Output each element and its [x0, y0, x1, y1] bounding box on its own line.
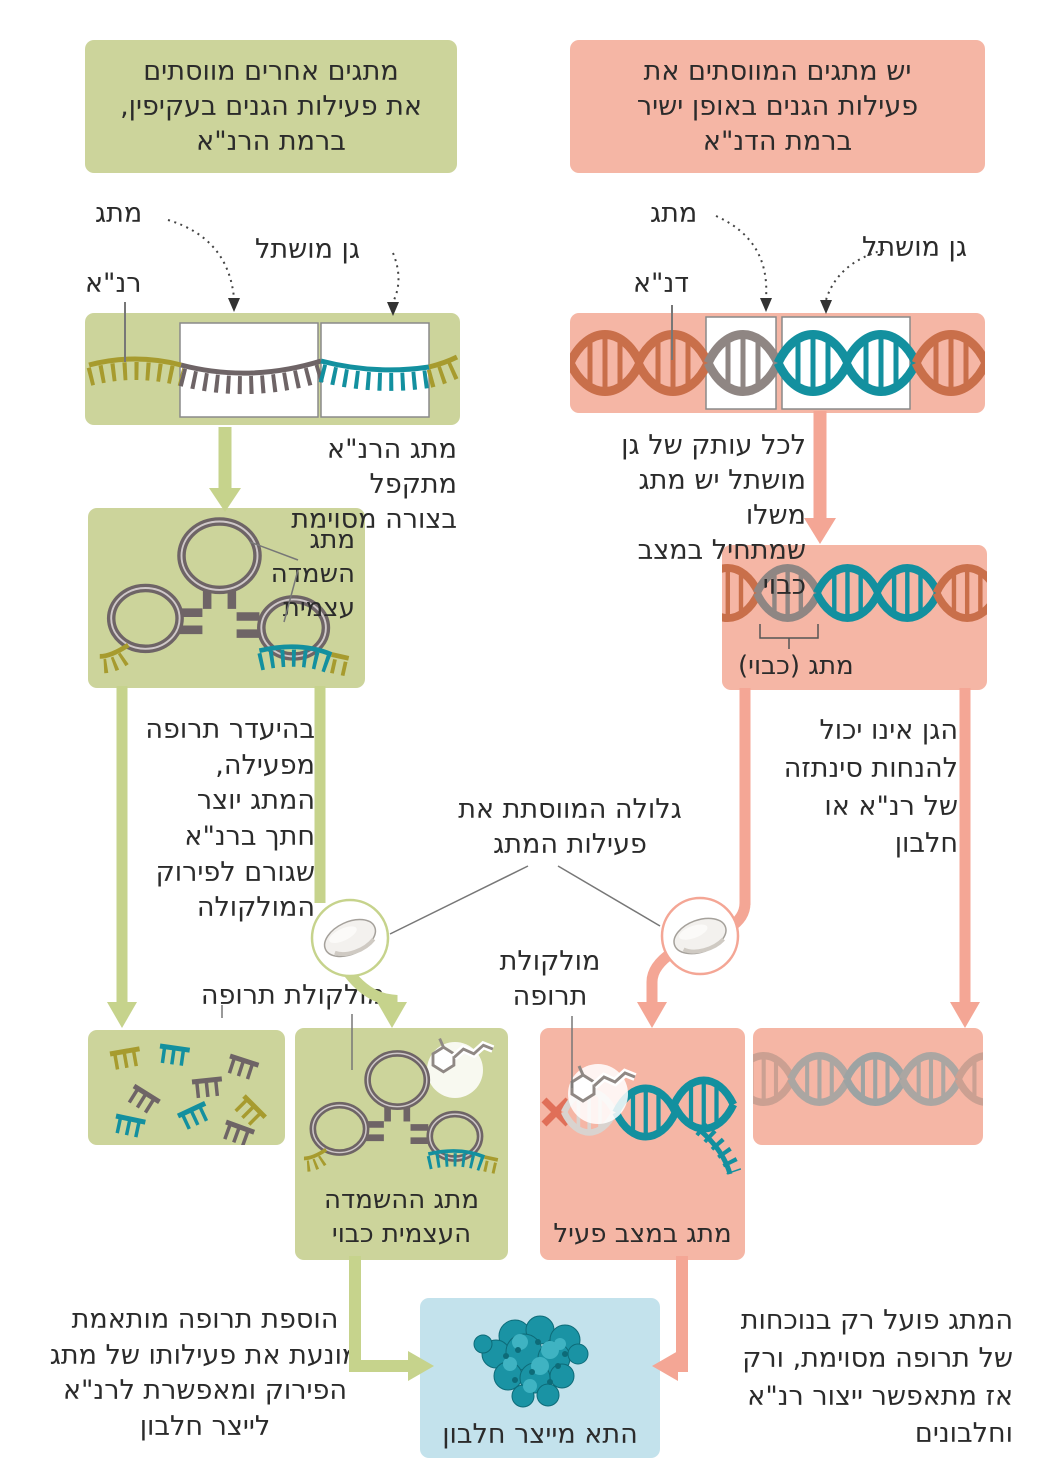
drug-pill-left: [310, 898, 390, 978]
label-drug-molecule-right: מולקולת תרופה: [499, 946, 601, 1013]
switch-off-box: מתג (כבוי): [722, 545, 987, 690]
label-drug-molecule-left: מולקולת תרופה: [200, 980, 385, 1011]
label-rna: רנ"א: [85, 268, 142, 299]
switch-destruct-off-box: מתג ההשמדה העצמית כבוי: [295, 1028, 508, 1260]
step-each-copy: לכל עותק של גן מושתל יש מתג משלו שמתחיל …: [621, 430, 806, 602]
label-cell-produces: התא מייצר חלבון: [442, 1418, 638, 1450]
folded-rna-drug-graphic: [295, 1028, 508, 1198]
header-rna-level: מתגים אחרים מווסתים את פעילות הגנים בעקי…: [85, 40, 457, 173]
text-gene-cannot: הגן אינו יכול להנחות סינתזה של רנ"א או ח…: [783, 715, 958, 860]
header-rna-level-text: מתגים אחרים מווסתים את פעילות הגנים בעקי…: [120, 55, 422, 158]
header-dna-level: יש מתגים המווסתים את פעילות הגנים באופן …: [570, 40, 985, 173]
label-switch-right: מתג: [650, 198, 698, 229]
cell-produces-protein-box: התא מייצר חלבון: [420, 1298, 660, 1458]
label-switch-active: מתג במצב פעיל: [553, 1219, 732, 1250]
label-self-destruct-switch: מתג השמדה עצמית: [270, 525, 355, 623]
folded-rna-box: מתג השמדה עצמית: [88, 508, 365, 688]
step-rna-folds: מתג הרנ"א מתקפל בצורה מסוימת: [291, 434, 457, 536]
text-switch-only-with-drug: המתג פועל רק בנוכחות של תרופה מסוימת, ור…: [740, 1305, 1013, 1450]
dna-strand-graphic: [570, 316, 985, 410]
label-switch-destruct-off: מתג ההשמדה העצמית כבוי: [324, 1185, 479, 1250]
active-transcription-graphic: [541, 1028, 742, 1175]
switch-off-dna-graphic: [722, 545, 987, 649]
header-dna-level-text: יש מתגים המווסתים את פעילות הגנים באופן …: [636, 55, 919, 158]
drug-pill-right: [660, 896, 740, 976]
label-gene-right: גן מושתל: [862, 232, 967, 263]
protein-graphic: [473, 1315, 589, 1408]
label-dna: דנ"א: [633, 268, 690, 299]
faded-dna-graphic: [753, 1028, 983, 1145]
degraded-rna-box: [88, 1030, 285, 1145]
switch-active-box: מתג במצב פעיל: [540, 1028, 745, 1260]
dna-strand-illustration: [570, 313, 985, 413]
rna-strand-graphic: [86, 322, 460, 418]
text-pill-caption: גלולה המווסתת את פעילות המתג: [458, 794, 682, 861]
rna-strand-illustration: [85, 313, 460, 425]
label-switch-off: מתג (כבוי): [738, 651, 854, 682]
inactive-gene-box: [753, 1028, 983, 1145]
text-no-drug: בהיעדר תרופה מפעילה, המתג יוצר חתך ברנ"א…: [145, 714, 315, 924]
text-adding-drug: הוספת תרופה מותאמת מונעת את פעילותו של מ…: [49, 1304, 361, 1442]
label-gene-left: גן מושתל: [255, 234, 360, 265]
rna-fragments-graphic: [88, 1030, 285, 1145]
label-switch-left: מתג: [95, 198, 143, 229]
